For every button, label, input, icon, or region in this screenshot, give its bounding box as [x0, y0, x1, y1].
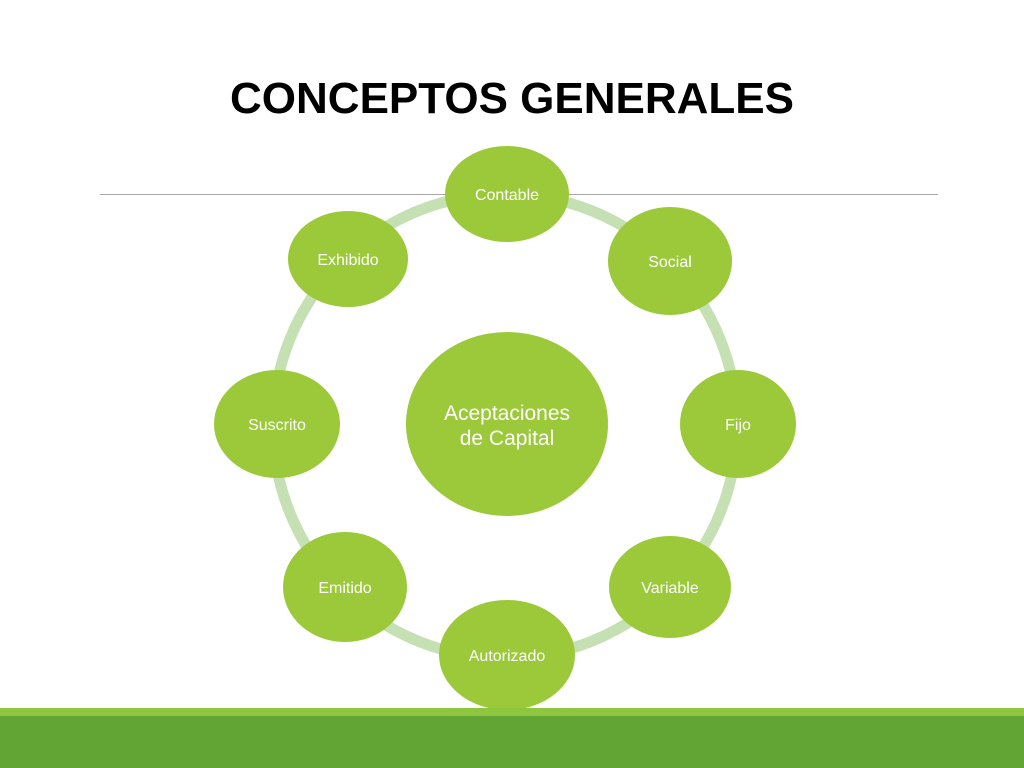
node-exhibido: Exhibido	[288, 211, 408, 307]
center-label-line1: Aceptaciones	[444, 402, 570, 425]
node-fijo: Fijo	[680, 370, 796, 478]
node-label-emitido: Emitido	[318, 580, 371, 597]
node-autorizado: Autorizado	[439, 600, 575, 710]
node-label-fijo: Fijo	[725, 417, 751, 434]
node-label-social: Social	[648, 254, 692, 271]
node-social: Social	[608, 207, 732, 315]
footer-band	[0, 716, 1024, 768]
center-node: Aceptaciones de Capital	[406, 332, 608, 516]
node-contable: Contable	[445, 146, 569, 242]
node-variable: Variable	[609, 536, 731, 638]
node-suscrito: Suscrito	[214, 370, 340, 478]
footer-accent-stripe	[0, 708, 1024, 716]
node-label-variable: Variable	[641, 580, 699, 597]
node-label-suscrito: Suscrito	[248, 417, 306, 434]
slide-title: CONCEPTOS GENERALES	[230, 74, 794, 123]
node-label-contable: Contable	[475, 187, 539, 204]
node-label-exhibido: Exhibido	[317, 252, 378, 269]
node-label-autorizado: Autorizado	[469, 648, 546, 665]
center-label-line2: de Capital	[460, 427, 555, 450]
node-emitido: Emitido	[283, 532, 407, 642]
